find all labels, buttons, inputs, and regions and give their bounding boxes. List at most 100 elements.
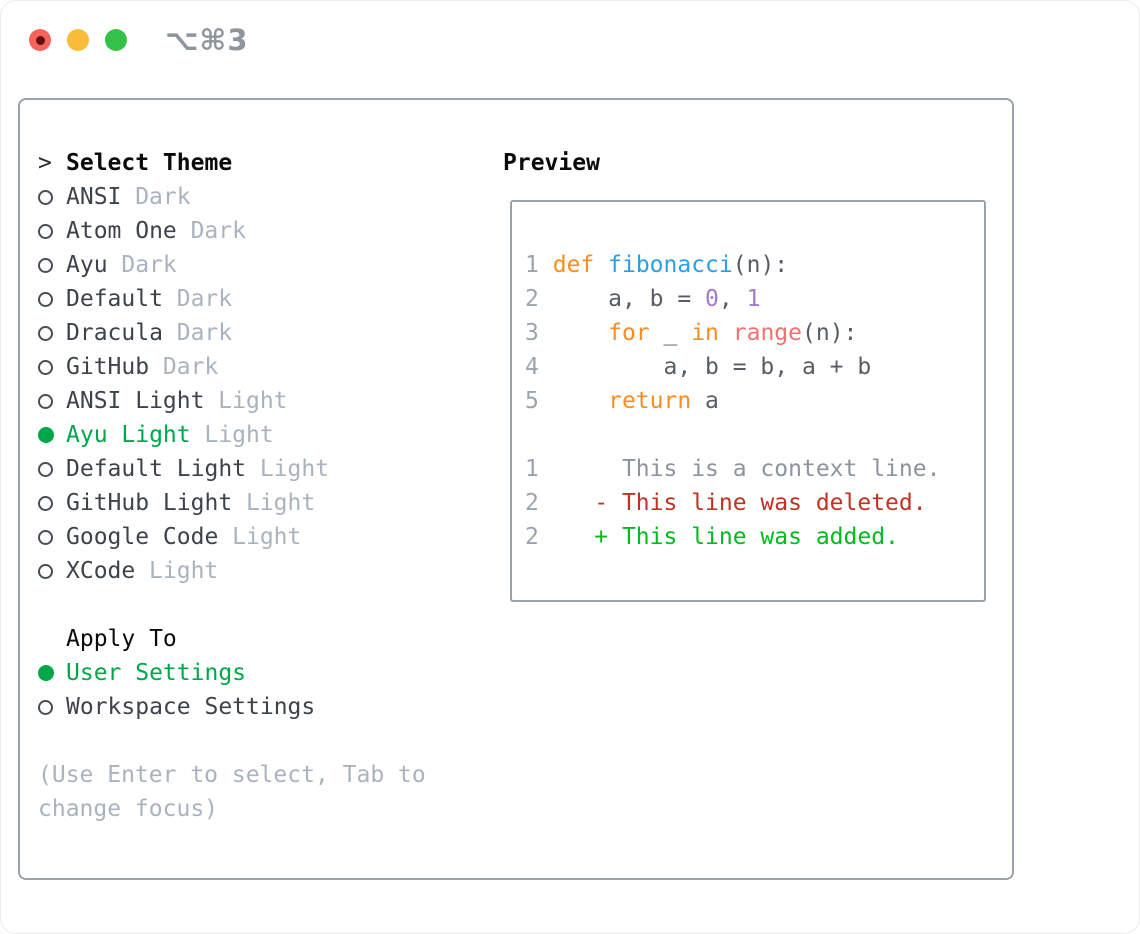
line-number: 2 (525, 524, 539, 550)
code-token: in (691, 320, 719, 346)
code-line: 1 def fibonacci(n): (525, 248, 984, 282)
code-token: a, b = b, a + b (552, 354, 872, 380)
prompt-cursor-icon: > (38, 150, 52, 176)
theme-option[interactable]: Dracula Dark (38, 316, 478, 350)
theme-name: ANSI Light (66, 388, 205, 414)
code-token: 0 (705, 286, 719, 312)
code-line: 2 a, b = 0, 1 (525, 282, 984, 316)
code-token: _ (649, 320, 692, 346)
theme-option[interactable]: Atom One Dark (38, 214, 478, 248)
unsaved-dot-icon (35, 35, 45, 45)
theme-name: GitHub Light (66, 490, 233, 516)
radio-icon (38, 461, 53, 477)
theme-name: GitHub (66, 354, 150, 380)
apply-to-label: User Settings (66, 660, 247, 686)
line-number: 3 (525, 320, 539, 346)
minimize-button[interactable] (67, 29, 89, 51)
radio-icon (38, 257, 53, 273)
code-token: return (608, 388, 692, 414)
line-number: 2 (525, 490, 539, 516)
code-line: 2 + This line was added. (525, 520, 984, 554)
code-token: def (552, 252, 595, 278)
code-token: This is a context line. (552, 456, 941, 482)
theme-variant-tag: Dark (190, 218, 246, 244)
code-token: a (691, 388, 719, 414)
theme-option[interactable]: Ayu Light Light (38, 418, 478, 452)
theme-option[interactable]: Default Light Light (38, 452, 478, 486)
line-number: 5 (525, 388, 539, 414)
theme-variant-tag: Dark (135, 184, 191, 210)
theme-variant-tag: Light (218, 388, 288, 414)
code-token: , (718, 286, 747, 312)
code-line: 1 This is a context line. (525, 452, 984, 486)
radio-icon (38, 359, 53, 375)
theme-option[interactable]: GitHub Dark (38, 350, 478, 384)
theme-variant-tag: Dark (176, 320, 233, 346)
code-token: (n): (732, 252, 789, 278)
preview-title: Preview (503, 150, 600, 176)
theme-name: ANSI (66, 184, 122, 210)
radio-icon (38, 223, 53, 239)
select-theme-title: Select Theme (66, 150, 233, 176)
preview-header: Preview (503, 146, 996, 180)
apply-to-header: Apply To (38, 622, 478, 656)
titlebar: ⌥⌘3 (0, 0, 1140, 80)
code-token: - This line was deleted. (552, 490, 927, 516)
radio-selected-icon (38, 665, 54, 681)
theme-option[interactable]: GitHub Light Light (38, 486, 478, 520)
theme-name: Default (66, 286, 163, 312)
code-token: fibonacci (608, 252, 733, 278)
code-token (719, 320, 733, 346)
radio-selected-icon (38, 427, 54, 443)
code-line: 5 return a (525, 384, 984, 418)
code-line: 4 a, b = b, a + b (525, 350, 984, 384)
close-button[interactable] (29, 29, 51, 51)
theme-option[interactable]: Default Dark (38, 282, 478, 316)
radio-icon (38, 699, 53, 715)
apply-to-option[interactable]: Workspace Settings (38, 690, 478, 724)
theme-option[interactable]: XCode Light (38, 554, 478, 588)
window-title: ⌥⌘3 (165, 23, 249, 57)
code-token (553, 388, 608, 414)
theme-name: Ayu Light (66, 422, 191, 448)
line-number: 1 (525, 456, 539, 482)
code-line (525, 418, 984, 452)
radio-icon (38, 189, 53, 205)
code-token: 1 (746, 286, 761, 312)
theme-variant-tag: Dark (176, 286, 233, 312)
theme-variant-tag: Light (245, 490, 316, 516)
theme-variant-tag: Light (204, 422, 274, 448)
theme-name: Google Code (66, 524, 219, 550)
theme-option[interactable]: ANSI Dark (38, 180, 478, 214)
line-number: 4 (525, 354, 539, 380)
apply-to-option[interactable]: User Settings (38, 656, 478, 690)
theme-variant-tag: Dark (162, 354, 219, 380)
theme-variant-tag: Light (259, 456, 330, 482)
radio-icon (38, 291, 53, 307)
radio-icon (38, 393, 53, 409)
select-theme-header: > Select Theme (38, 146, 478, 180)
theme-variant-tag: Light (149, 558, 219, 584)
line-number: 2 (525, 286, 539, 312)
theme-name: Atom One (66, 218, 177, 244)
radio-icon (38, 495, 53, 511)
theme-name: XCode (66, 558, 136, 584)
maximize-button[interactable] (105, 29, 127, 51)
help-text: (Use Enter to select, Tab to change focu… (38, 762, 426, 822)
window-controls (29, 29, 127, 51)
theme-option[interactable]: ANSI Light Light (38, 384, 478, 418)
theme-name: Default Light (66, 456, 247, 482)
code-token: (n): (802, 320, 858, 346)
code-token: range (732, 320, 803, 346)
preview-pane: Preview 1 def fibonacci(n):2 a, b = 0, 1… (503, 146, 996, 878)
code-token (553, 320, 608, 346)
theme-name: Dracula (66, 320, 163, 346)
line-number: 1 (525, 252, 539, 278)
